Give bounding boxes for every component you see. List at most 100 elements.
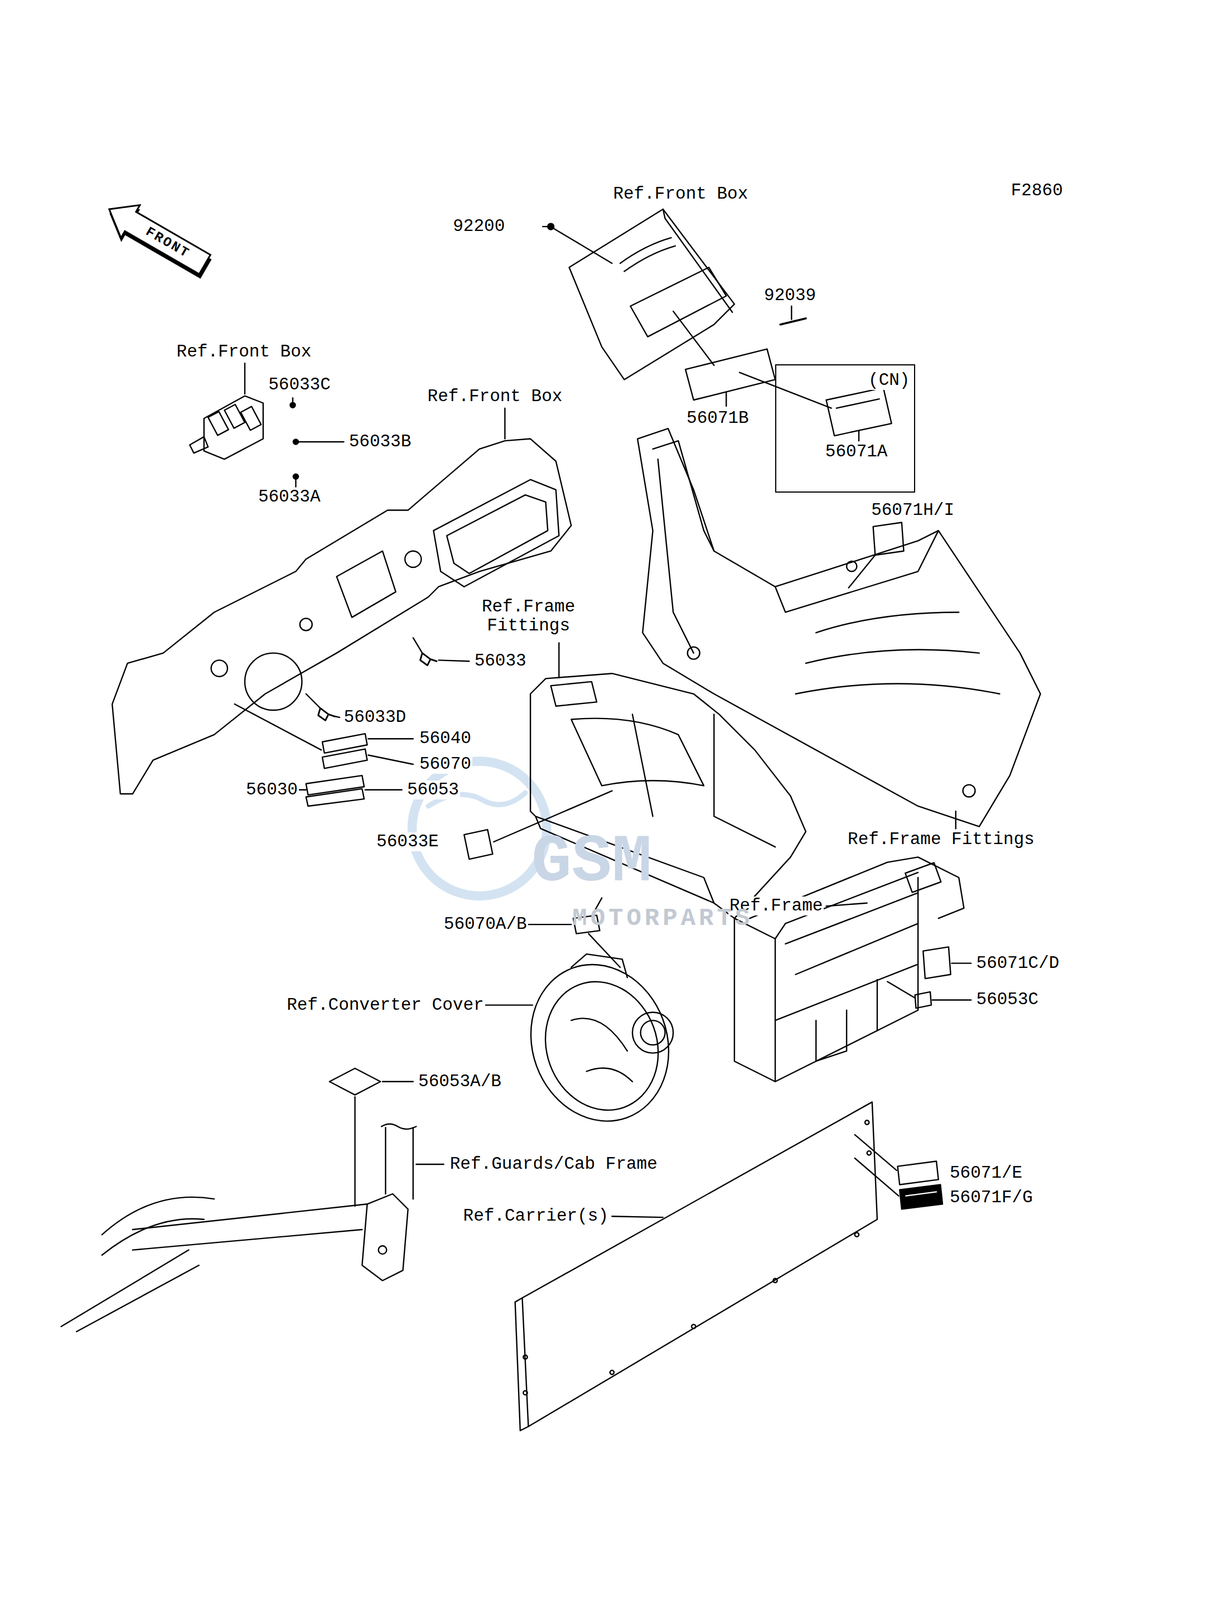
switch-panel-part: [293, 438, 299, 444]
converter-cover-part: [509, 944, 690, 1141]
part-number: 56071B: [685, 408, 751, 428]
carrier-panel: [515, 1101, 943, 1430]
side-floor-panel-part: [963, 784, 976, 797]
cab-frame-guard-part: [132, 1203, 368, 1250]
dashboard-panel-part: [365, 789, 403, 791]
part-number: 56071H/I: [869, 500, 956, 520]
reference-label: Ref.Front Box: [426, 387, 564, 406]
carrier-panel-part: [854, 1232, 859, 1237]
front-box-lid-part: [663, 209, 733, 313]
converter-cover-part: [571, 1017, 633, 1081]
leader-lines-part: [725, 392, 727, 406]
watermark: GSM: [530, 825, 654, 899]
leader-lines-part: [553, 228, 612, 264]
dashboard-panel-part: [306, 775, 365, 795]
switch-panel-part: [189, 436, 209, 453]
part-number: 56053C: [975, 989, 1041, 1009]
dashboard-panel-part: [211, 659, 228, 676]
frame-fittings-center-part: [558, 642, 560, 678]
part-number: 56071C/D: [975, 953, 1061, 973]
switch-panel-part: [208, 411, 229, 436]
cab-frame-guard-part: [329, 1067, 381, 1095]
part-number: 56033: [473, 651, 528, 671]
carrier-panel-part: [521, 1101, 878, 1426]
cab-frame-guard-part: [361, 1193, 408, 1280]
converter-cover-part: [527, 965, 676, 1126]
converter-cover-part: [571, 953, 628, 978]
side-floor-panel-part: [637, 428, 1041, 826]
switch-panel-part: [295, 479, 297, 487]
frame-fittings-center-part: [530, 673, 806, 918]
dashboard-panel-part: [298, 789, 307, 791]
dashboard-panel-part: [446, 494, 548, 574]
decal: [685, 349, 892, 436]
side-floor-panel-part: [848, 554, 876, 588]
reference-label: Ref.Frame Fittings: [471, 597, 586, 636]
frame-fittings-center-part: [571, 718, 704, 786]
carrier-panel-part: [854, 1134, 897, 1171]
leader-lines-part: [790, 306, 792, 320]
leader-lines: [542, 223, 859, 442]
cab-frame-guard-part: [61, 1249, 200, 1332]
side-floor-panel: [637, 428, 1041, 829]
carrier-panel-part: [864, 1119, 869, 1124]
dashboard-panel-part: [244, 653, 302, 710]
switch-panel-part: [204, 395, 264, 459]
dashboard-panel-part: [306, 693, 321, 709]
vehicle-frame-part: [734, 917, 786, 1082]
side-floor-panel-part: [653, 440, 715, 653]
vehicle-frame: [734, 856, 971, 1081]
dashboard-panel-part: [336, 550, 396, 618]
reference-label: Ref.Converter Cover: [285, 995, 485, 1015]
side-floor-panel-part: [775, 530, 939, 612]
cab-frame-guard-part: [416, 1163, 444, 1165]
variant-box: (CN)56071A: [775, 364, 916, 493]
carrier-panel-part: [611, 1215, 663, 1217]
watermark: MOTORPARTS: [571, 904, 754, 932]
frame-fittings-center-part: [525, 923, 572, 925]
leader-lines-part: [542, 225, 548, 227]
dashboard-panel-part: [368, 755, 413, 765]
frame-fittings-center-part: [550, 681, 597, 707]
dashboard-panel-part: [322, 748, 367, 769]
front-box-lid-part: [630, 267, 727, 337]
vehicle-frame-part: [922, 946, 951, 979]
carrier-panel-part: [854, 1157, 899, 1196]
leader-lines-part: [780, 318, 806, 325]
decal-part: [685, 349, 776, 400]
leader-lines-part: [739, 372, 832, 409]
part-number: 56071/E: [948, 1163, 1024, 1183]
part-number: 56033B: [347, 432, 413, 452]
carrier-panel-part: [899, 1184, 943, 1210]
dashboard-panel-part: [433, 479, 559, 587]
reference-label: Ref.Frame Fittings: [846, 829, 1036, 849]
front-box-lid-part: [569, 209, 735, 380]
converter-cover-part: [632, 1011, 674, 1053]
leader-lines-part: [858, 430, 860, 441]
carrier-panel-part: [905, 1191, 937, 1196]
converter-cover: [485, 944, 691, 1141]
part-number: 56033C: [267, 375, 332, 395]
front-arrow: FRONT: [96, 191, 221, 289]
dashboard-panel-part: [234, 703, 322, 750]
side-floor-panel-part: [687, 646, 700, 660]
carrier-panel-part: [523, 1390, 528, 1395]
dashboard-panel-part: [404, 550, 422, 568]
leader-lines-part: [547, 223, 554, 230]
side-floor-panel-part: [873, 522, 905, 556]
carrier-panel-part: [515, 1297, 529, 1431]
carrier-panel-part: [897, 1160, 939, 1184]
part-number: 56040: [418, 728, 473, 748]
converter-cover-part: [485, 1003, 533, 1005]
side-floor-panel-part: [846, 561, 857, 572]
switch-panel: [189, 363, 344, 487]
cab-frame-guard-part: [354, 1096, 356, 1206]
dashboard-panel-part: [504, 408, 506, 439]
switch-panel-part: [289, 402, 296, 408]
reference-label: Ref.Front Box: [175, 342, 313, 362]
converter-cover-part: [640, 1020, 666, 1045]
figure-number: F2860: [1009, 181, 1065, 201]
vehicle-frame-part: [887, 981, 915, 998]
vehicle-frame-part: [932, 998, 972, 1000]
part-number: 56030: [244, 780, 299, 800]
